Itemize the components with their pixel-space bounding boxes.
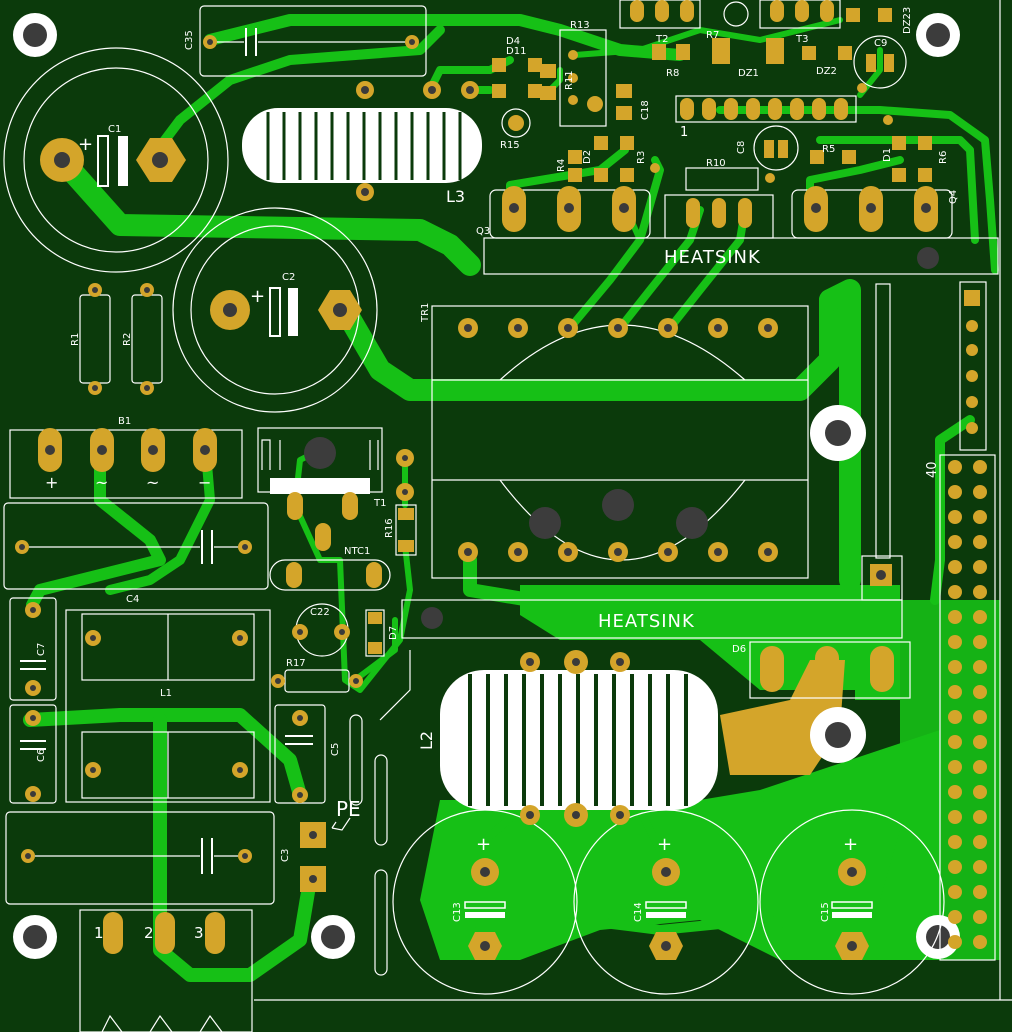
label-d1: D1 (882, 148, 893, 162)
label-r13: R13 (570, 20, 590, 31)
label-d4: D4 (506, 36, 520, 47)
label-c35: C35 (184, 30, 195, 50)
label-c2: C2 (282, 272, 295, 283)
label-c3: C3 (280, 849, 291, 862)
label-b1: B1 (118, 416, 131, 427)
label-r10: R10 (706, 158, 726, 169)
label-c7: C7 (36, 643, 47, 656)
component-labels: HEATSINK HEATSINK PE 1 2 3 + ~ ~ − 40 1 … (36, 7, 959, 942)
svg-text:+: + (476, 834, 492, 855)
label-d7: D7 (388, 626, 399, 640)
header-label-40: 40 (925, 461, 940, 478)
label-r16: R16 (384, 518, 395, 538)
label-r4: R4 (556, 159, 567, 172)
label-c14: C14 (633, 902, 644, 922)
label-ntc1: NTC1 (344, 546, 370, 557)
label-l3: L3 (446, 187, 465, 206)
label-r8: R8 (666, 68, 679, 79)
label-dz23: DZ23 (902, 7, 913, 34)
connector-pin-3: 3 (194, 924, 204, 942)
svg-text:+: + (250, 286, 266, 307)
label-r2: R2 (122, 333, 133, 346)
label-r3: R3 (636, 151, 647, 164)
label-c1: C1 (108, 124, 121, 135)
svg-text:+: + (843, 834, 859, 855)
pads (15, 0, 987, 960)
label-c9: C9 (874, 38, 887, 49)
label-l2: L2 (417, 731, 436, 750)
label-d11: D11 (506, 46, 526, 57)
bridge-mark-minus: − (198, 473, 211, 492)
copper-traces (23, 14, 999, 982)
label-c18: C18 (640, 100, 651, 120)
heatsink-label-bottom: HEATSINK (598, 611, 695, 632)
label-c6: C6 (36, 749, 47, 762)
label-tr1: TR1 (420, 303, 431, 323)
label-t2: T2 (655, 34, 668, 45)
label-r5: R5 (822, 144, 835, 155)
label-c15: C15 (820, 902, 831, 922)
label-r11: R11 (564, 70, 575, 90)
label-c13: C13 (452, 902, 463, 922)
label-dz2: DZ2 (816, 66, 837, 77)
row-pin1-label: 1 (680, 125, 688, 140)
label-r7: R7 (706, 30, 719, 41)
label-t3: T3 (795, 34, 808, 45)
label-q4: Q4 (948, 190, 959, 204)
bridge-mark-ac2: ~ (146, 473, 159, 492)
label-c8: C8 (736, 141, 747, 154)
svg-text:+: + (78, 134, 94, 155)
label-r1: R1 (70, 333, 81, 346)
label-c4: C4 (126, 594, 139, 605)
label-t1: T1 (373, 498, 386, 509)
label-r6: R6 (938, 151, 949, 164)
label-c5: C5 (330, 743, 341, 756)
heatsink-label-top: HEATSINK (664, 247, 761, 268)
label-d6: D6 (732, 644, 746, 655)
svg-text:+: + (657, 834, 673, 855)
label-d2: D2 (582, 150, 593, 164)
connector-pin-1: 1 (94, 924, 104, 942)
label-l1: L1 (160, 688, 172, 699)
pe-label: PE (336, 797, 361, 821)
bridge-mark-plus: + (45, 473, 58, 492)
mounting-holes (13, 13, 960, 959)
label-q3: Q3 (476, 226, 490, 237)
silkscreen: + + (3, 0, 1012, 1032)
label-dz1: DZ1 (738, 68, 759, 79)
label-c22: C22 (310, 607, 330, 618)
label-r17: R17 (286, 658, 306, 669)
connector-pin-2: 2 (144, 924, 154, 942)
bridge-mark-ac1: ~ (95, 473, 108, 492)
label-r15: R15 (500, 140, 520, 151)
